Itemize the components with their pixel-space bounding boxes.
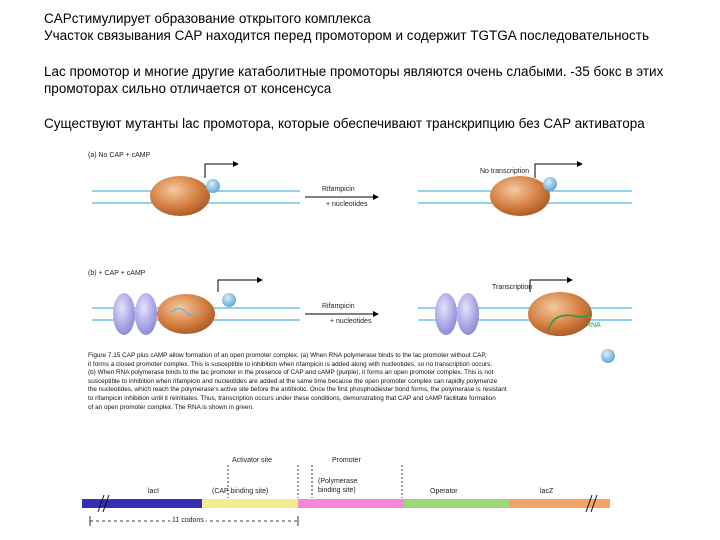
text-paragraph-1: CAPстимулирует образование открытого ком… [44, 10, 704, 44]
cap-dimer [457, 293, 479, 335]
activator-site-label: Activator site [232, 457, 273, 464]
nucleotides-label: + nucleotides [330, 318, 372, 325]
caption-line: (b) When RNA polymerase binds to the lac… [88, 369, 494, 377]
text-line: промоторах сильно отличается от консенсу… [44, 81, 332, 96]
cap-site-label: (CAP binding site) [212, 488, 269, 495]
rifampicin-label: Rifampicin [322, 186, 355, 193]
promoter-arrow [529, 277, 573, 292]
rna-transcript [547, 311, 591, 331]
segment-lacz [510, 499, 610, 508]
caption-line: Figure 7.15 CAP plus cAMP allow formatio… [88, 352, 487, 359]
segment-laci [82, 499, 118, 508]
segment-cap [202, 499, 298, 508]
break-mark [97, 494, 105, 513]
panel-a-right [418, 161, 632, 216]
caption-line: to rifampicin inhibition until it reinit… [88, 394, 496, 402]
rna-polymerase [490, 176, 550, 216]
sigma-factor [601, 349, 615, 363]
caption-line: it forms a closed promoter complex. This… [88, 360, 493, 368]
genetic-map [82, 465, 610, 526]
segment-polymerase [298, 499, 404, 508]
caption-line: of an open promoter complex. The RNA is … [88, 403, 254, 411]
text-paragraph-3: Существуют мутанты lac промотора, которы… [44, 115, 704, 132]
text-line: Lac промотор и многие другие катаболитны… [44, 64, 664, 79]
segment-operator [404, 499, 510, 508]
caption-line: the nucleotides, which reach the polymer… [88, 386, 507, 394]
panel-b-right [418, 277, 632, 363]
caption-line: susceptible to inhibition when rifampici… [88, 377, 498, 385]
lacz-label: lacZ [540, 488, 554, 495]
polymerase-site-label-1: (Polymerase [318, 478, 358, 485]
dimension-label: 11 codons [170, 517, 206, 525]
panel-b-result-label: Transcription [492, 284, 533, 291]
laci-label: lacI [148, 488, 159, 495]
text-line: Существуют мутанты lac промотора, которы… [44, 116, 645, 131]
panel-b-label: (b) + CAP + cAMP [88, 270, 146, 277]
rifampicin-label: Rifampicin [322, 303, 355, 310]
text-line: CAPстимулирует образование открытого ком… [44, 11, 371, 26]
promoter-label: Promoter [332, 457, 361, 464]
panel-a-result-label: No transcription [480, 168, 530, 175]
rna-polymerase [157, 294, 215, 334]
panel-a-left [92, 161, 300, 216]
break-mark [590, 494, 598, 513]
panel-b-left [92, 277, 300, 335]
figure-caption: Figure 7.15 CAP plus cAMP allow formatio… [88, 352, 648, 412]
open-dna-bubble [171, 307, 201, 317]
operator-label: Operator [430, 488, 458, 495]
cap-dimer [113, 293, 135, 335]
polymerase-site-label-2: binding site) [318, 487, 356, 494]
sigma-factor [206, 179, 220, 193]
rna-polymerase [150, 176, 210, 216]
sigma-factor [222, 293, 236, 307]
promoter-arrow [204, 161, 239, 178]
cap-dimer [435, 293, 457, 335]
break-mark [585, 494, 593, 513]
nucleotides-label: + nucleotides [326, 201, 368, 208]
promoter-arrow [534, 161, 583, 178]
text-line: Участок связывания CAP находится перед п… [44, 28, 650, 43]
text-paragraph-2: Lac промотор и многие другие катаболитны… [44, 63, 704, 97]
panel-a-label: (a) No CAP + cAMP [88, 152, 151, 159]
cap-dimer [135, 293, 157, 335]
promoter-arrow [217, 277, 263, 292]
segment-laci [118, 499, 202, 508]
sigma-factor [543, 177, 557, 191]
rna-label: RNA [586, 322, 601, 329]
break-mark [102, 494, 110, 513]
rna-polymerase [528, 292, 592, 336]
